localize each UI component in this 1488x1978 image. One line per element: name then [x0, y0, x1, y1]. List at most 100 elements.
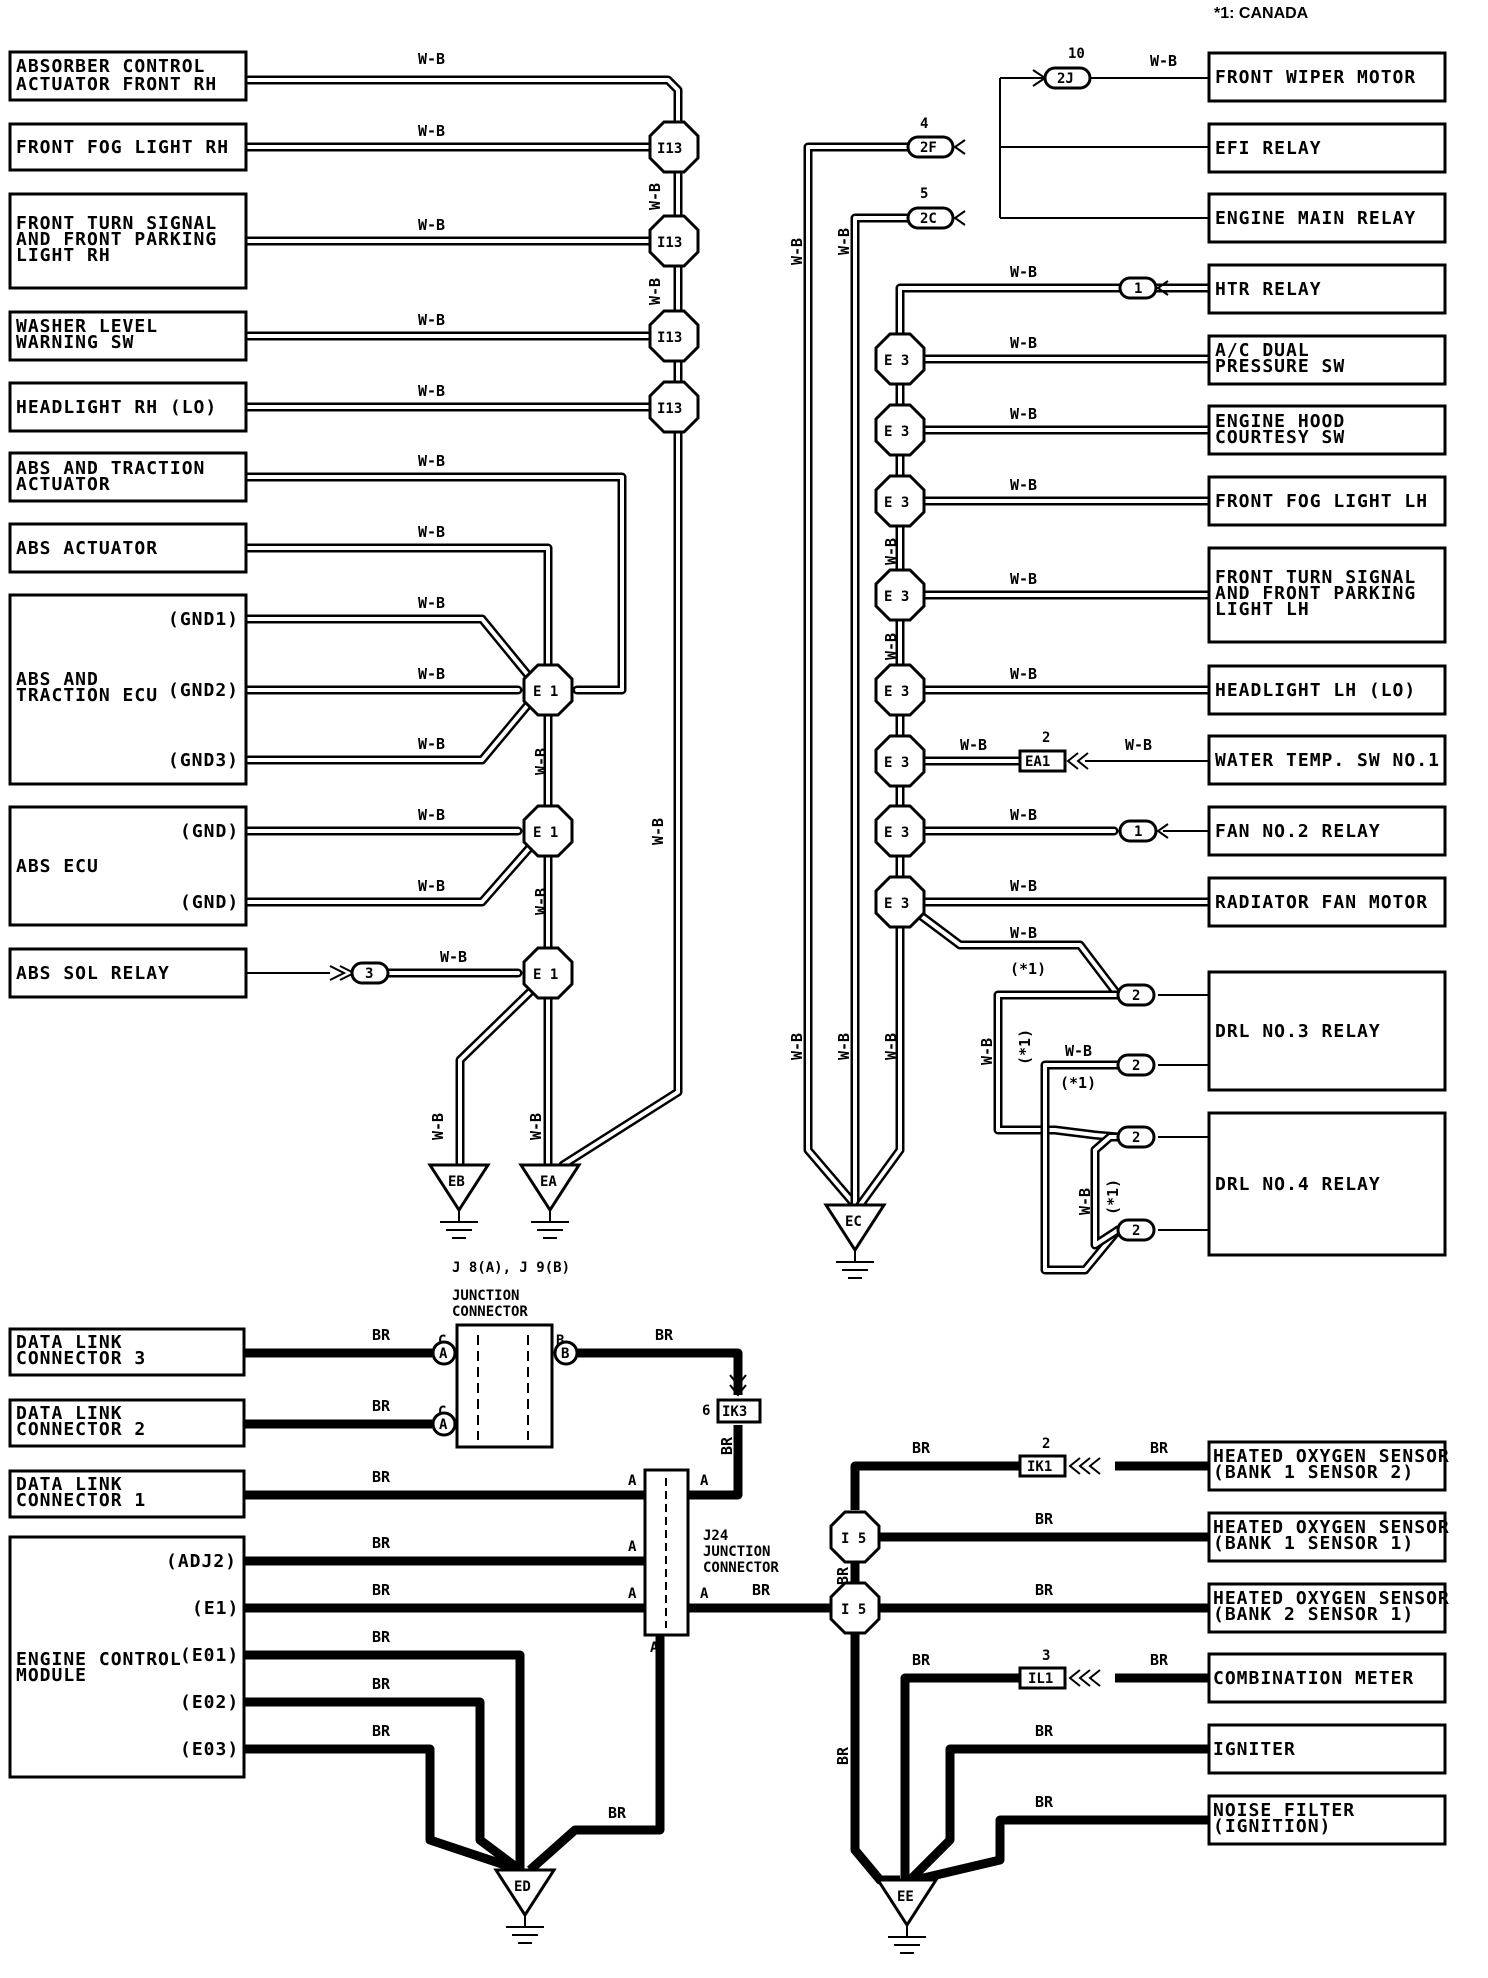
- svg-text:A: A: [439, 1346, 448, 1362]
- svg-text:3: 3: [365, 966, 373, 982]
- svg-text:CONNECTOR 3: CONNECTOR 3: [16, 1348, 146, 1369]
- svg-text:W-B: W-B: [418, 594, 445, 612]
- svg-text:W-B: W-B: [978, 1038, 996, 1065]
- svg-text:COMBINATION METER: COMBINATION METER: [1213, 1668, 1414, 1689]
- drl-no4-relay-box: DRL NO.4 RELAY: [1207, 1111, 1447, 1257]
- e3-connector-1: E 3: [874, 332, 926, 386]
- pin-e01: (E01): [180, 1645, 239, 1666]
- svg-text:E 3: E 3: [884, 825, 909, 841]
- svg-text:BR: BR: [912, 1651, 931, 1669]
- svg-text:W-B: W-B: [1125, 736, 1152, 754]
- svg-text:2: 2: [1042, 730, 1050, 746]
- svg-text:E 1: E 1: [533, 825, 558, 841]
- svg-text:W-B: W-B: [1010, 570, 1037, 588]
- svg-text:BR: BR: [372, 1628, 391, 1646]
- svg-text:BR: BR: [372, 1675, 391, 1693]
- svg-text:W-B: W-B: [527, 1113, 545, 1140]
- pin-e03: (E03): [180, 1739, 239, 1760]
- svg-text:BR: BR: [372, 1581, 391, 1599]
- left-component-boxes: ABSORBER CONTROL ACTUATOR FRONT RH FRONT…: [8, 50, 248, 999]
- svg-text:WASHER LEVEL: WASHER LEVEL: [16, 316, 158, 337]
- svg-text:IL1: IL1: [1028, 1671, 1053, 1687]
- svg-text:W-B: W-B: [1010, 924, 1037, 942]
- svg-text:BR: BR: [1035, 1510, 1054, 1528]
- svg-text:B: B: [561, 1346, 569, 1362]
- svg-text:W-B: W-B: [440, 948, 467, 966]
- svg-text:2: 2: [1132, 1223, 1140, 1239]
- svg-text:BR: BR: [1150, 1439, 1169, 1457]
- svg-text:W-B: W-B: [418, 311, 445, 329]
- svg-text:A: A: [439, 1417, 448, 1433]
- svg-text:1: 1: [1134, 824, 1142, 840]
- pin-gnd-a: (GND): [180, 821, 239, 842]
- ground-ea: EA: [518, 1163, 582, 1239]
- i5-connector-1: I 5: [829, 1510, 881, 1564]
- i13-connector-4: I13: [648, 380, 700, 434]
- svg-text:FRONT TURN SIGNAL: FRONT TURN SIGNAL: [1215, 567, 1416, 588]
- svg-text:JUNCTION: JUNCTION: [452, 1288, 519, 1304]
- svg-text:CONNECTOR: CONNECTOR: [452, 1304, 528, 1320]
- i5-connectors: I 5 I 5: [829, 1510, 881, 1635]
- svg-text:W-B: W-B: [788, 1033, 806, 1060]
- ho2-bank2-sensor1-box: HEATED OXYGEN SENSOR(BANK 2 SENSOR 1): [1207, 1582, 1449, 1634]
- svg-text:COURTESY SW: COURTESY SW: [1215, 427, 1345, 448]
- svg-text:W-B: W-B: [1010, 476, 1037, 494]
- bottom-right-boxes: HEATED OXYGEN SENSOR(BANK 1 SENSOR 2) HE…: [1207, 1440, 1449, 1846]
- connector-2-drl-b: 2: [1116, 1053, 1156, 1077]
- svg-text:HEADLIGHT RH (LO): HEADLIGHT RH (LO): [16, 397, 217, 418]
- engine-main-relay-box: ENGINE MAIN RELAY: [1207, 192, 1447, 244]
- svg-text:E 1: E 1: [533, 967, 558, 983]
- headlight-lh-box: HEADLIGHT LH (LO): [1207, 664, 1447, 716]
- svg-text:EA1: EA1: [1025, 754, 1050, 770]
- svg-text:2: 2: [1132, 1130, 1140, 1146]
- ground-eb: EB: [427, 1163, 491, 1239]
- svg-text:W-B: W-B: [418, 735, 445, 753]
- noise-filter-box: NOISE FILTER(IGNITION): [1207, 1794, 1447, 1846]
- svg-text:I13: I13: [657, 141, 682, 157]
- svg-text:W-B: W-B: [418, 523, 445, 541]
- bottom-right-wires: [850, 1461, 1209, 1885]
- svg-text:HTR RELAY: HTR RELAY: [1215, 279, 1322, 300]
- e3-connector-2: E 3: [874, 403, 926, 457]
- washer-level-warning-box: WASHER LEVEL WARNING SW: [8, 310, 248, 362]
- i5-connector-2: I 5: [829, 1581, 881, 1635]
- svg-text:2C: 2C: [920, 211, 937, 227]
- e3-connector-4: E 3: [874, 568, 926, 622]
- combination-meter-box: COMBINATION METER: [1207, 1652, 1447, 1704]
- svg-text:EC: EC: [845, 1214, 862, 1230]
- svg-text:MODULE: MODULE: [16, 1665, 87, 1686]
- abs-actuator-box: ABS ACTUATOR: [8, 522, 248, 574]
- connector-2-drl-c: 2: [1116, 1125, 1156, 1149]
- pin-gnd3: (GND3): [168, 750, 239, 771]
- svg-text:W-B: W-B: [1150, 52, 1177, 70]
- front-wiper-motor-box: FRONT WIPER MOTOR: [1207, 51, 1447, 103]
- j24-junction-connector: J24 JUNCTION CONNECTOR A A A A A A: [628, 1468, 779, 1656]
- svg-text:FRONT TURN SIGNAL: FRONT TURN SIGNAL: [16, 213, 217, 234]
- svg-text:A: A: [650, 1640, 659, 1656]
- ground-ec: EC: [823, 1203, 887, 1279]
- svg-text:W-B: W-B: [646, 278, 664, 305]
- svg-text:(*1): (*1): [1016, 1029, 1034, 1065]
- svg-text:J24: J24: [703, 1528, 728, 1544]
- svg-text:W-B: W-B: [418, 122, 445, 140]
- svg-text:W-B: W-B: [418, 877, 445, 895]
- igniter-box: IGNITER: [1207, 1723, 1447, 1775]
- svg-text:ENGINE HOOD: ENGINE HOOD: [1215, 411, 1345, 432]
- htr-relay-box: HTR RELAY: [1207, 263, 1447, 315]
- svg-text:W-B: W-B: [532, 888, 550, 915]
- svg-text:JUNCTION: JUNCTION: [703, 1544, 770, 1560]
- svg-text:RADIATOR FAN MOTOR: RADIATOR FAN MOTOR: [1215, 892, 1428, 913]
- svg-text:W-B: W-B: [649, 818, 667, 845]
- svg-text:2: 2: [1132, 988, 1140, 1004]
- i13-connector-3: I13: [648, 309, 700, 363]
- svg-text:EE: EE: [897, 1889, 914, 1905]
- pin-e1: (E1): [192, 1598, 239, 1619]
- svg-text:W-B: W-B: [1065, 1042, 1092, 1060]
- svg-text:ACTUATOR FRONT RH: ACTUATOR FRONT RH: [16, 74, 217, 95]
- svg-text:AND FRONT PARKING: AND FRONT PARKING: [16, 229, 217, 250]
- svg-text:IK3: IK3: [722, 1404, 747, 1420]
